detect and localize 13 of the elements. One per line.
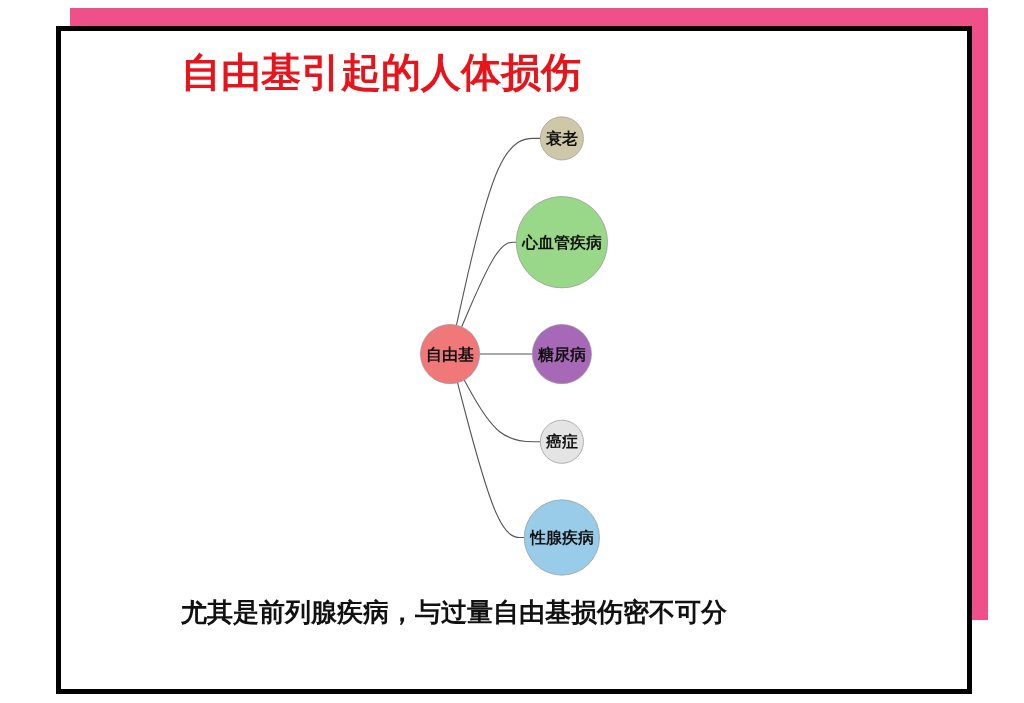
node-circle: 衰老 bbox=[539, 116, 584, 161]
node-circle: 糖尿病 bbox=[531, 324, 592, 384]
note-text: 尤其是前列腺疾病，与过量自由基损伤密不可分 bbox=[181, 596, 728, 629]
node-circle: 自由基 bbox=[420, 324, 480, 384]
connector bbox=[456, 382, 525, 539]
connector bbox=[463, 379, 541, 443]
title: 自由基引起的人体损伤 bbox=[181, 48, 581, 97]
connector bbox=[455, 137, 541, 326]
connector bbox=[461, 241, 517, 328]
node-circle: 心血管疾病 bbox=[515, 196, 608, 289]
connector bbox=[479, 353, 533, 355]
node-circle: 癌症 bbox=[539, 419, 584, 464]
node-circle: 性腺疾病 bbox=[523, 499, 600, 576]
